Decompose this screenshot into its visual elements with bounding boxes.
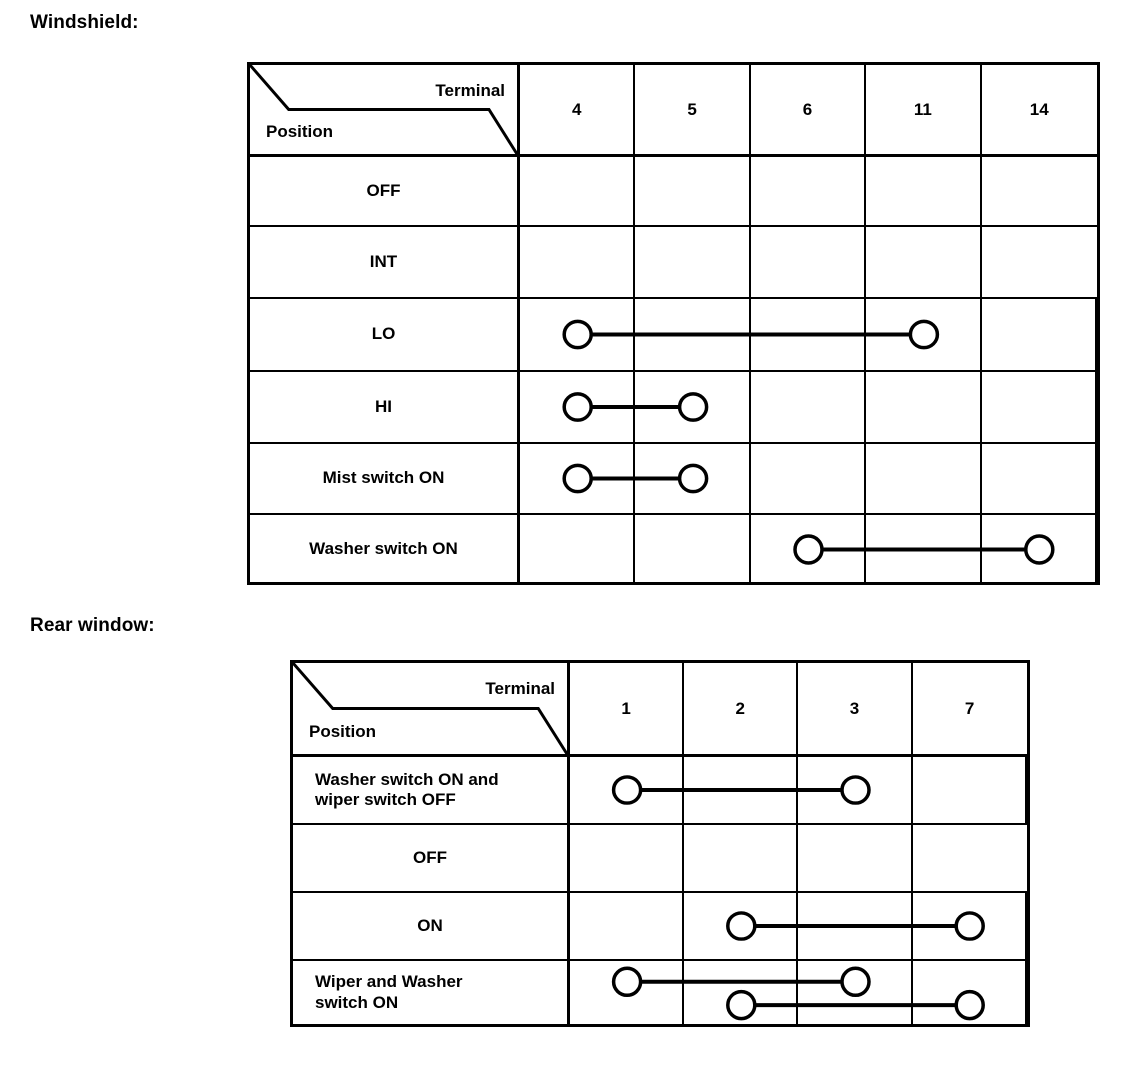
rear-position-label: OFF [293, 825, 570, 891]
rear-terminal-header-1: 1 [570, 663, 685, 754]
rear-cell-1 [570, 893, 685, 959]
windshield-cell-4 [520, 227, 636, 297]
rear-terminal-header-label: Terminal [485, 679, 555, 698]
windshield-position-label: Washer switch ON [250, 515, 520, 584]
windshield-cell-14 [982, 299, 1097, 370]
windshield-position-label: INT [250, 227, 520, 297]
windshield-position-label: Mist switch ON [250, 444, 520, 513]
rear-cell-3 [798, 893, 913, 959]
windshield-cell-4 [520, 444, 636, 513]
windshield-cell-11 [866, 372, 982, 442]
windshield-row: Washer switch ON [250, 515, 1097, 584]
windshield-cell-5 [635, 157, 751, 225]
rear-row: OFF [293, 825, 1027, 893]
windshield-position-label: HI [250, 372, 520, 442]
windshield-cell-5 [635, 372, 751, 442]
windshield-terminal-header-5: 5 [635, 65, 751, 154]
windshield-cell-4 [520, 157, 636, 225]
windshield-position-label: OFF [250, 157, 520, 225]
windshield-cell-11 [866, 299, 982, 370]
rear-row: ON [293, 893, 1027, 961]
windshield-terminal-header-4: 4 [520, 65, 636, 154]
windshield-cell-6 [751, 372, 867, 442]
windshield-cell-14 [982, 157, 1097, 225]
rear-cell-1 [570, 825, 685, 891]
windshield-terminal-header-11: 11 [866, 65, 982, 154]
rear-window-section-label: Rear window: [30, 615, 155, 636]
windshield-cell-6 [751, 299, 867, 370]
windshield-terminal-header-label: Terminal [435, 81, 505, 100]
rear-cell-2 [684, 757, 799, 823]
windshield-terminal-header-6: 6 [751, 65, 867, 154]
windshield-cell-4 [520, 515, 636, 584]
rear-cell-1 [570, 961, 685, 1024]
rear-cell-2 [684, 893, 799, 959]
windshield-cell-11 [866, 444, 982, 513]
windshield-cell-6 [751, 515, 867, 584]
windshield-cell-6 [751, 157, 867, 225]
rear-cell-7 [913, 757, 1027, 823]
windshield-row: OFF [250, 157, 1097, 227]
rear-cell-3 [798, 757, 913, 823]
rear-terminal-header-7: 7 [964, 698, 975, 718]
windshield-row: Mist switch ON [250, 444, 1097, 515]
windshield-position-label: LO [250, 299, 520, 370]
rear-terminal-header-3: 3 [798, 663, 913, 754]
rear-cell-7 [913, 893, 1027, 959]
windshield-row: HI [250, 372, 1097, 444]
rear-cell-2 [684, 825, 799, 891]
windshield-cell-5 [635, 299, 751, 370]
rear-cell-3 [798, 825, 913, 891]
windshield-terminal-header-14: 14 [1029, 99, 1049, 119]
windshield-cell-4 [520, 372, 636, 442]
rear-position-label: ON [293, 893, 570, 959]
windshield-cell-11 [866, 157, 982, 225]
windshield-row: LO [250, 299, 1097, 372]
windshield-cell-11 [866, 227, 982, 297]
windshield-cell-5 [635, 444, 751, 513]
windshield-cell-4 [520, 299, 636, 370]
windshield-row: INT [250, 227, 1097, 299]
windshield-cell-14 [982, 515, 1097, 584]
rear-position-header-label: Position [309, 722, 377, 741]
windshield-cell-6 [751, 444, 867, 513]
windshield-section-label: Windshield: [30, 12, 139, 33]
windshield-position-header-label: Position [266, 122, 334, 141]
windshield-cell-14 [982, 372, 1097, 442]
windshield-cell-14 [982, 227, 1097, 297]
windshield-cell-11 [866, 515, 982, 584]
rear-cell-7 [913, 825, 1027, 891]
windshield-cell-5 [635, 515, 751, 584]
rear-cell-7 [913, 961, 1027, 1024]
windshield-cell-6 [751, 227, 867, 297]
windshield-cell-14 [982, 444, 1097, 513]
rear-cell-1 [570, 757, 685, 823]
windshield-cell-5 [635, 227, 751, 297]
rear-cell-3 [798, 961, 913, 1024]
rear-cell-2 [684, 961, 799, 1024]
rear-terminal-header-2: 2 [684, 663, 799, 754]
